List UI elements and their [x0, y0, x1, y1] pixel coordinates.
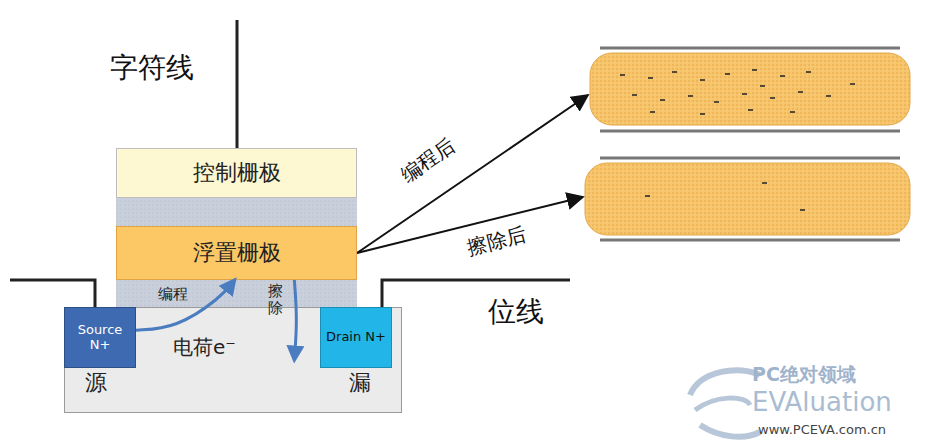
charge-mark	[725, 73, 730, 75]
charge-mark	[748, 109, 753, 111]
plate-line	[600, 47, 900, 50]
plate-line	[600, 239, 900, 242]
charge-mark	[700, 79, 705, 81]
charge-mark	[648, 77, 653, 79]
charge-mark	[660, 99, 665, 101]
leader-arrow	[357, 95, 588, 253]
charge-mark	[645, 195, 650, 197]
word-line-label: 字符线	[110, 52, 194, 84]
bit-line-label: 位线	[488, 296, 544, 328]
bit-line-wire	[10, 280, 95, 307]
watermark: EVAluation	[752, 388, 892, 418]
charge-flow-arrow	[136, 280, 235, 330]
charge-mark	[762, 182, 767, 184]
charge-mark	[798, 91, 803, 93]
plate-line	[600, 130, 900, 133]
charge-mark	[800, 209, 805, 211]
node-text: 漏	[349, 370, 371, 395]
plate-line	[600, 157, 900, 160]
oxide-layer	[116, 198, 357, 226]
node-text: 源	[85, 370, 107, 395]
node-text: Drain N+	[325, 330, 387, 345]
charge-mark	[850, 83, 855, 85]
charge-mark	[650, 111, 655, 113]
logo-swirl	[700, 425, 760, 437]
charge-mark	[700, 113, 705, 115]
charge-mark	[688, 95, 693, 97]
source-region: Source N+	[64, 307, 136, 368]
node-text: Source N+	[69, 323, 131, 353]
word-line-wire	[236, 20, 239, 148]
node-text: 控制栅极	[193, 160, 281, 185]
floating-gate: 浮置栅极	[116, 226, 357, 280]
charge-mark	[790, 111, 795, 113]
watermark: PC绝对领域	[752, 364, 856, 386]
charge-mark	[752, 69, 757, 71]
charge-mark	[826, 95, 831, 97]
watermark-logo	[690, 370, 760, 437]
programmed-label: 编程后	[397, 134, 460, 187]
charge-mark	[806, 71, 811, 73]
charge-mark	[714, 101, 719, 103]
charge-mark	[780, 75, 785, 77]
control-gate: 控制栅极	[116, 148, 357, 198]
charge-mark	[770, 97, 775, 99]
tunnel-oxide	[116, 280, 357, 307]
charge-mark	[672, 71, 677, 73]
charge-mark	[620, 74, 625, 76]
charge-mark	[742, 93, 747, 95]
logo-swirl	[690, 370, 760, 395]
logo-swirl	[695, 398, 750, 410]
charge-mark	[632, 94, 637, 96]
drain-region: Drain N+	[320, 307, 392, 368]
node-text: 电荷e⁻	[173, 336, 236, 359]
edge-label: 编程	[158, 286, 188, 303]
erased-label: 擦除后	[465, 223, 529, 260]
charge-flow-arrow	[294, 280, 296, 360]
substrate: 源 电荷e⁻ 漏 Source N+ Drain N+	[64, 307, 402, 413]
edge-label: 擦除	[268, 283, 283, 316]
charged-gate-view	[590, 53, 910, 125]
charge-marks	[620, 70, 855, 210]
erased-gate-view	[585, 163, 910, 235]
watermark-url: www.PCEVA.com.cn	[758, 423, 886, 438]
node-text: 浮置栅极	[193, 240, 281, 265]
charge-mark	[760, 85, 765, 87]
